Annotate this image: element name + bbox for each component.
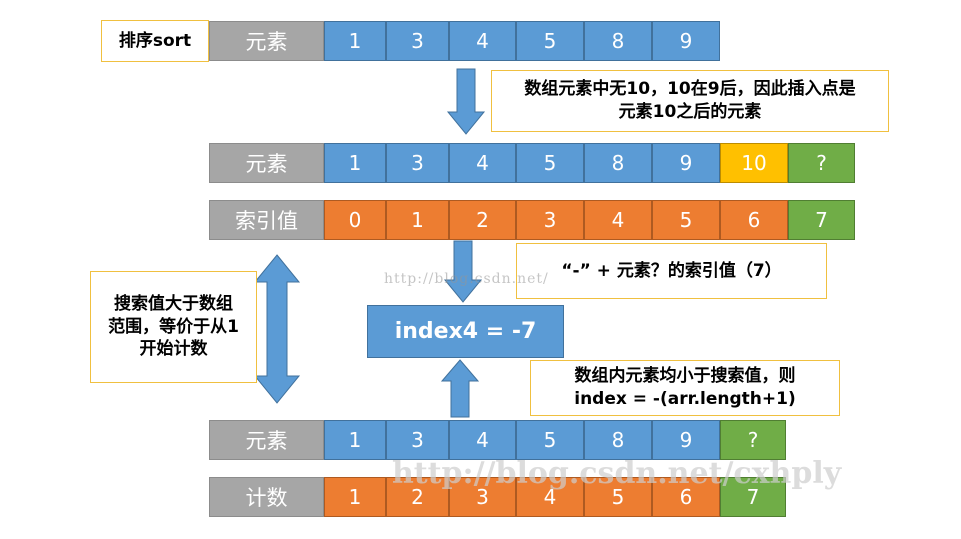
formula-note-line2: index = -(arr.length+1) <box>574 389 796 409</box>
row1-cell: 9 <box>652 21 720 61</box>
formula-note: 数组内元素均小于搜索值，则 index = -(arr.length+1) <box>530 360 840 416</box>
row5-cell: 4 <box>516 477 584 517</box>
watermark-small: http://blog.csdn.net/ <box>384 271 549 287</box>
row5-cell: 6 <box>652 477 720 517</box>
row2-cell: 9 <box>652 143 720 183</box>
row5-cell: 2 <box>386 477 449 517</box>
row3-cell: 4 <box>584 200 652 240</box>
row3-cell: 0 <box>324 200 386 240</box>
row4-label: 元素 <box>209 420 324 460</box>
double-arrow-icon <box>253 254 301 404</box>
count-explanation-note-line1: 搜索值大于数组 <box>114 293 233 314</box>
insertion-point-note-line2: 元素10之后的元素 <box>618 102 762 122</box>
row5-cell: 5 <box>584 477 652 517</box>
count-explanation-note: 搜索值大于数组 范围，等价于从1 开始计数 <box>90 271 257 383</box>
row1-label: 元素 <box>209 21 324 61</box>
row2-label: 元素 <box>209 143 324 183</box>
row4-cell: 4 <box>449 420 516 460</box>
row1-cell: 4 <box>449 21 516 61</box>
row1-cell: 3 <box>386 21 449 61</box>
sort-label: 排序sort <box>101 20 209 62</box>
row2-cell: 8 <box>584 143 652 183</box>
row5-cell: 3 <box>449 477 516 517</box>
watermark-large: http://blog.csdn.net/cxhply <box>392 456 842 491</box>
row4-cell-unknown: ? <box>720 420 786 460</box>
down-arrow-icon <box>443 240 483 303</box>
row2-cell-inserted: 10 <box>720 143 788 183</box>
row1-cell: 8 <box>584 21 652 61</box>
row3-cell: 5 <box>652 200 720 240</box>
row3-cell: 1 <box>386 200 449 240</box>
count-explanation-note-line3: 开始计数 <box>139 339 208 360</box>
insertion-point-note-line1: 数组元素中无10，10在9后，因此插入点是 <box>524 79 856 100</box>
insertion-point-note: 数组元素中无10，10在9后，因此插入点是 元素10之后的元素 <box>491 70 889 132</box>
row3-cell-unknown: 7 <box>788 200 855 240</box>
row5-cell-unknown: 7 <box>720 477 786 517</box>
count-explanation-note-line2: 范围，等价于从1 <box>108 316 239 337</box>
row3-cell: 6 <box>720 200 788 240</box>
row5-cell: 1 <box>324 477 386 517</box>
row4-cell: 3 <box>386 420 449 460</box>
row2-cell: 4 <box>449 143 516 183</box>
row2-cell: 3 <box>386 143 449 183</box>
up-arrow-icon <box>440 359 480 418</box>
row4-cell: 9 <box>652 420 720 460</box>
row1-cell: 1 <box>324 21 386 61</box>
row3-cell: 2 <box>449 200 516 240</box>
index-result-box: index4 = -7 <box>367 305 564 358</box>
row2-cell: 1 <box>324 143 386 183</box>
row2-cell-unknown: ? <box>788 143 855 183</box>
row5-label: 计数 <box>209 477 324 517</box>
row4-cell: 5 <box>516 420 584 460</box>
index-explanation-note: “-” + 元素？的索引值（7） <box>516 243 827 299</box>
row2-cell: 5 <box>516 143 584 183</box>
down-arrow-icon <box>446 68 486 135</box>
row3-label: 索引值 <box>209 200 324 240</box>
row3-cell: 3 <box>516 200 584 240</box>
row4-cell: 1 <box>324 420 386 460</box>
formula-note-line1: 数组内元素均小于搜索值，则 <box>574 366 796 387</box>
row4-cell: 8 <box>584 420 652 460</box>
row1-cell: 5 <box>516 21 584 61</box>
